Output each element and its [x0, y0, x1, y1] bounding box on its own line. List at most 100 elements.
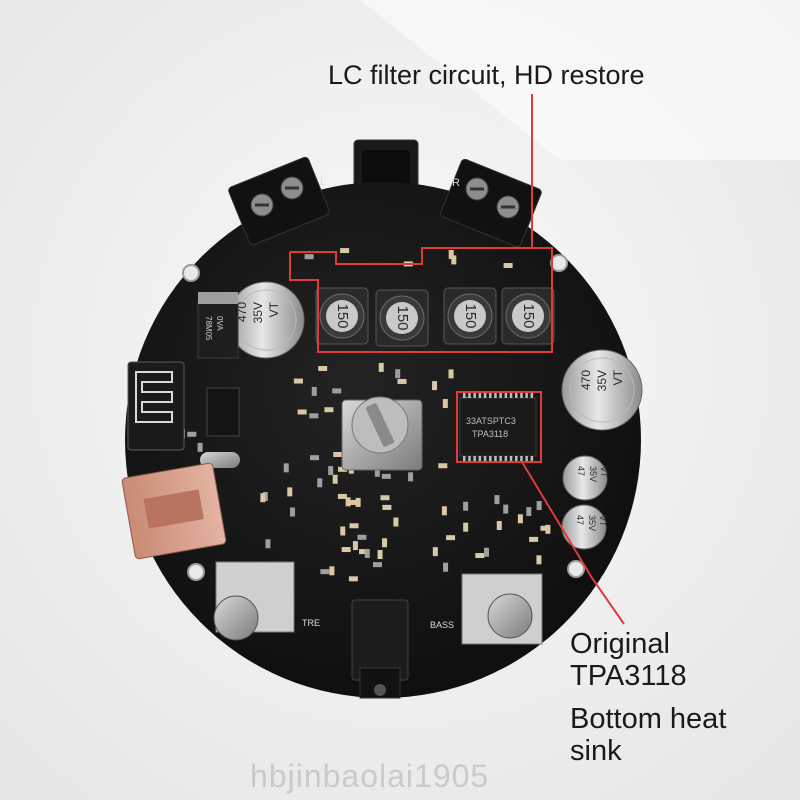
- capacitor-small-value: 47: [576, 466, 586, 476]
- chip-pin: [489, 392, 492, 398]
- chip-pin: [499, 456, 502, 462]
- capacitor-small-2: 47 35V VT: [561, 504, 608, 550]
- chip-pin: [483, 392, 487, 398]
- smd-part: [372, 562, 382, 568]
- regulator-text-2: 0VA: [215, 316, 224, 331]
- smd-part: [540, 525, 550, 531]
- smd-part: [328, 466, 334, 476]
- smd-part: [496, 521, 502, 531]
- smd-part: [297, 409, 307, 415]
- smd-part: [378, 362, 384, 372]
- chip-pin: [525, 456, 528, 462]
- chip-pin: [478, 456, 482, 462]
- smd-part: [352, 541, 358, 551]
- chip-pin: [483, 456, 487, 462]
- capacitor-small-voltage: 35V: [587, 515, 597, 531]
- smd-part: [374, 467, 380, 477]
- inductor-row: 150 150 150 150: [315, 287, 555, 347]
- lc-filter-highlight: [289, 94, 553, 353]
- smd-part: [290, 507, 296, 517]
- capacitor-voltage: 35V: [251, 302, 265, 323]
- inductor: 150: [501, 287, 555, 345]
- terminal-left-label: L: [320, 176, 326, 188]
- chip-pin: [494, 392, 497, 398]
- chip-pin: [478, 392, 482, 398]
- smd-part: [526, 507, 532, 517]
- heat-sink-label-line-2: sink: [570, 735, 622, 768]
- tpa3118-label-line-1: Original: [570, 628, 670, 660]
- inductor-code: 150: [394, 305, 411, 330]
- smd-part: [503, 263, 513, 269]
- chip-pin: [509, 456, 513, 462]
- heat-sink-label-line-1: Bottom heat: [570, 703, 727, 735]
- terminal-right: [440, 158, 542, 248]
- smd-part: [441, 506, 447, 516]
- tpa3118-label: Original TPA3118: [570, 628, 687, 693]
- capacitor-small-1: 47 35V VT: [562, 455, 609, 501]
- smd-part: [408, 472, 414, 482]
- chip-pin: [489, 456, 492, 462]
- smd-part: [446, 535, 456, 541]
- smd-part: [432, 381, 438, 391]
- smd-part: [377, 550, 383, 560]
- smd-part: [318, 366, 328, 372]
- smd-part: [448, 369, 454, 379]
- capacitor-mark: VT: [267, 301, 281, 317]
- smd-part: [317, 478, 323, 488]
- smd-part: [338, 466, 348, 472]
- smd-part: [382, 504, 392, 510]
- smd-part: [382, 538, 388, 548]
- usb-port: [121, 462, 227, 560]
- chip-pin: [463, 456, 466, 462]
- smd-part: [309, 413, 319, 419]
- smd-part: [380, 495, 390, 501]
- bluetooth-module: [127, 361, 185, 451]
- audio-jack: [351, 599, 409, 699]
- smd-part: [393, 517, 399, 527]
- smd-part: [340, 526, 346, 536]
- smd-part: [483, 547, 489, 557]
- chip-pin: [530, 456, 534, 462]
- smd-part: [348, 576, 358, 582]
- smd-part: [324, 407, 334, 413]
- smd-part: [349, 523, 359, 529]
- smd-part: [329, 566, 335, 576]
- inductor: 150: [375, 289, 429, 347]
- rotary-encoder: [341, 396, 423, 471]
- smd-part: [332, 474, 338, 484]
- capacitor-large-left: 470 35V VT: [227, 281, 305, 359]
- chip-pin: [525, 392, 528, 398]
- smd-part: [545, 524, 551, 534]
- chip-pin: [463, 392, 466, 398]
- smd-part: [350, 499, 360, 505]
- heat-sink-label: Bottom heat sink: [570, 703, 726, 768]
- smd-part: [310, 455, 320, 461]
- smd-part: [332, 388, 342, 394]
- inductor: 150: [315, 287, 369, 345]
- inductor-code: 150: [462, 303, 479, 328]
- lc-filter-label: LC filter circuit, HD restore: [328, 60, 645, 90]
- background-highlight: [360, 0, 800, 160]
- capacitor-voltage: 35V: [595, 370, 609, 391]
- smd-part: [345, 497, 351, 507]
- smd-part: [265, 539, 271, 549]
- inductor-code: 150: [520, 303, 537, 328]
- smd-part: [494, 495, 500, 505]
- amplifier-chip: 33ATSPTC3 TPA3118: [459, 392, 537, 462]
- smd-part: [503, 504, 509, 514]
- voltage-regulator: 78M05 0VA: [197, 292, 239, 359]
- smd-part: [304, 254, 314, 260]
- smd-part: [529, 536, 539, 542]
- smd-part: [337, 493, 347, 499]
- bt-chip: [206, 387, 240, 437]
- chip-pin: [499, 392, 502, 398]
- treble-label: TRE: [302, 618, 320, 628]
- terminal-right-label: R: [452, 177, 460, 189]
- chip-text-2: TPA3118: [472, 429, 508, 439]
- chip-text-1: 33ATSPTC3: [466, 416, 516, 426]
- bass-knob: BASS: [430, 573, 543, 645]
- regulator-text-1: 78M05: [204, 316, 213, 341]
- smd-part: [432, 547, 438, 557]
- smd-part: [364, 548, 370, 558]
- tpa3118-label-line-2: TPA3118: [570, 660, 687, 693]
